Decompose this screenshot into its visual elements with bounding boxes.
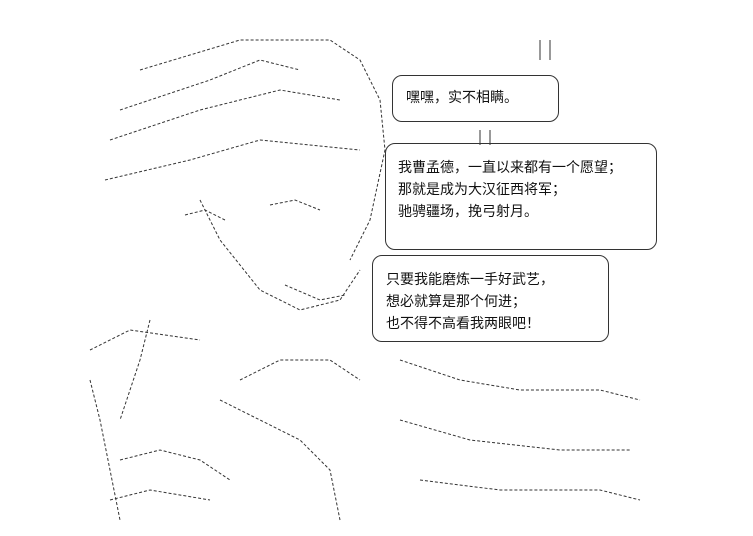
hand-left — [119, 449, 231, 481]
eye-right — [269, 199, 321, 211]
speech-bubble-2-line-2: 那就是成为大汉征西将军； — [398, 182, 566, 198]
hair-strands-1 — [119, 59, 301, 111]
hair-strands-3 — [104, 139, 361, 181]
speech-bubble-3-line-2: 想必就算是那个何进； — [386, 294, 526, 310]
speech-bubble-2 — [385, 143, 657, 250]
hair-strands-2 — [109, 89, 341, 141]
speech-bubble-1-line-1: 嘿嘿，实不相瞒。 — [406, 90, 518, 106]
speech-bubble-1 — [392, 75, 559, 122]
robe-center — [219, 399, 341, 521]
face-outline — [199, 199, 361, 311]
robe-right-2 — [399, 419, 630, 451]
speech-bubble-2-line-3: 驰骋疆场，挽弓射月。 — [398, 204, 538, 220]
mouth — [284, 284, 346, 301]
eye-left — [184, 209, 226, 221]
collar — [239, 359, 361, 381]
speech-bubble-2-line-1: 我曹孟德，一直以来都有一个愿望； — [398, 160, 622, 176]
robe-right — [399, 359, 641, 401]
top-lines — [539, 40, 551, 60]
shoulder-left — [89, 329, 201, 351]
neck — [119, 319, 151, 421]
hand-left-2 — [109, 489, 211, 501]
body-left — [89, 379, 121, 521]
hair-outline — [139, 39, 386, 261]
speech-bubble-3-line-1: 只要我能磨炼一手好武艺， — [386, 272, 554, 288]
top-lines-2 — [479, 130, 491, 145]
speech-bubble-3-line-3: 也不得不高看我两眼吧！ — [386, 316, 540, 332]
robe-right-3 — [419, 479, 641, 501]
speech-bubble-3 — [372, 255, 609, 342]
